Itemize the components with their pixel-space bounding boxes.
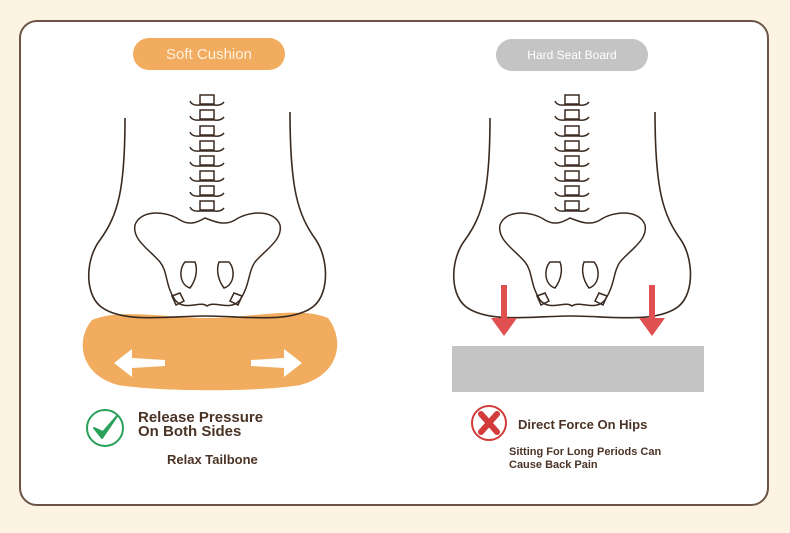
right-headline: Direct Force On Hips: [518, 417, 648, 432]
spread-arrows: [114, 349, 302, 377]
check-circle-icon: [86, 409, 124, 447]
comparison-card: [19, 20, 769, 506]
x-circle-icon: [471, 405, 507, 441]
right-subtext: Sitting For Long Periods Can Cause Back …: [509, 446, 662, 471]
soft-cushion: [82, 312, 338, 391]
force-arrows: [491, 285, 665, 336]
left-headline: Release Pressure On Both Sides: [138, 409, 264, 440]
left-subtext: Relax Tailbone: [167, 452, 258, 467]
hard-seat-label: Hard Seat Board: [496, 39, 648, 71]
hard-board: [452, 346, 704, 392]
soft-cushion-label: Soft Cushion: [133, 38, 285, 70]
